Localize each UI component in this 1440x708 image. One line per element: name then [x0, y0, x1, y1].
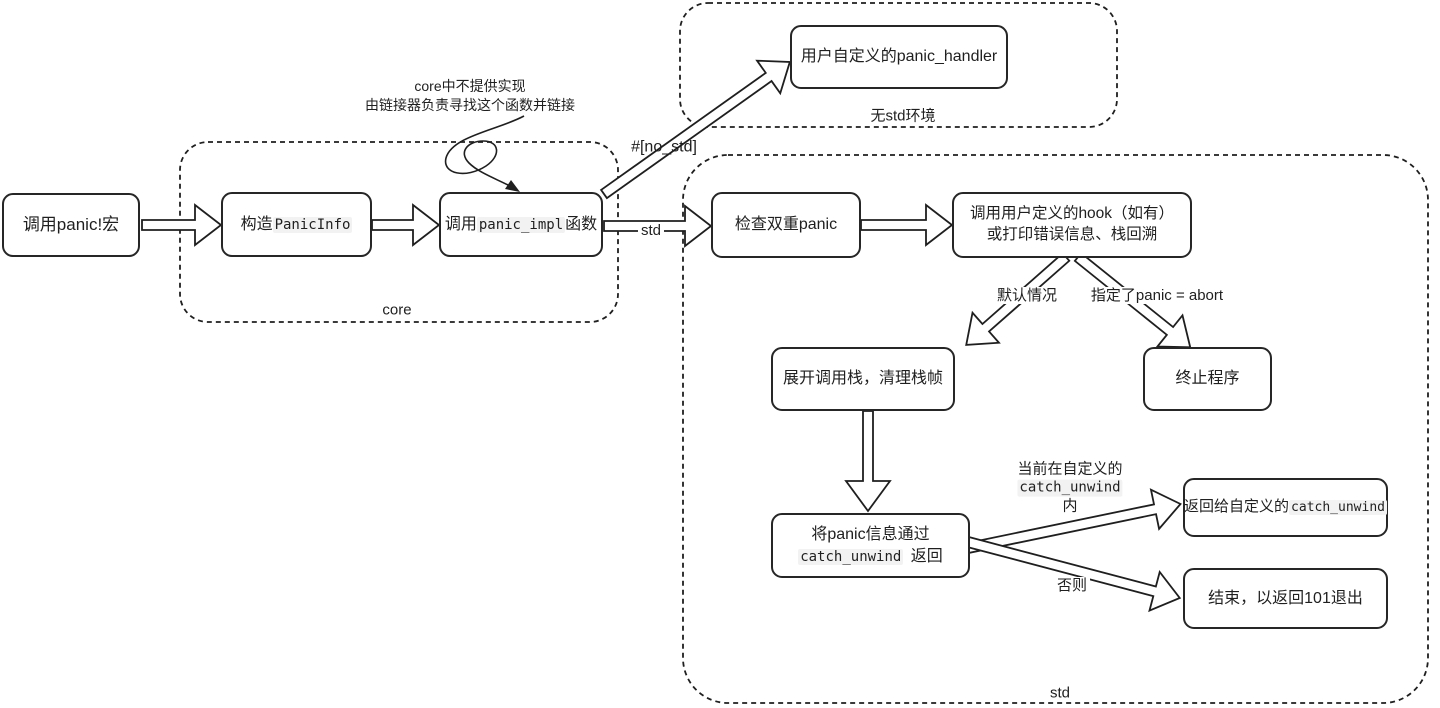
arrow-panicimpl-to-panichandler [599, 59, 792, 200]
node-user-panic-handler: 用户自定义的panic_handler [790, 25, 1008, 89]
label-line1: 当前在自定义的 [1017, 460, 1123, 478]
arrow-unwind-to-catchunwind [844, 410, 892, 513]
node-exit-with-101: 结束，以返回101退出 [1183, 568, 1388, 629]
label-text: 否则 [1053, 577, 1091, 594]
code-chip: panic_impl [476, 216, 566, 233]
annotation-arrowhead [505, 180, 520, 192]
node-label-line1: 调用用户定义的hook（如有） [969, 205, 1175, 223]
std-container-outline [682, 154, 1429, 704]
node-label: 检查双重panic [734, 216, 838, 234]
annotation-line2: 由链接器负责寻找这个函数并链接 [365, 97, 575, 113]
node-label: 调用panic!宏 [22, 214, 120, 234]
label-text: 指定了panic = abort [1087, 287, 1227, 304]
arrow-to-exit101 [965, 536, 1182, 613]
core-container-outline [179, 141, 619, 323]
label-text: 返回给自定义的 [1184, 498, 1290, 516]
label-text: 函数 [565, 215, 598, 233]
node-call-user-hook: 调用用户定义的hook（如有） 或打印错误信息、栈回溯 [952, 192, 1192, 258]
label-text: 构造 [240, 215, 273, 233]
code-chip: PanicInfo [272, 216, 353, 233]
core-container-label: core [382, 301, 412, 319]
node-check-double-panic: 检查双重panic [711, 192, 861, 258]
code-chip: catch_unwind [1017, 479, 1123, 497]
node-return-via-catch-unwind: 将panic信息通过 catch_unwind 返回 [771, 513, 970, 578]
std-container-label: std [1049, 684, 1071, 702]
code-chip: catch_unwind [1289, 500, 1387, 516]
edge-label-std: std [637, 222, 665, 240]
annotation-squiggle-arrow [444, 115, 525, 186]
edge-label-default-case: 默认情况 [993, 287, 1061, 305]
edge-label-in-custom-catch-unwind: 当前在自定义的 catch_unwind 内 [1017, 460, 1123, 516]
annotation-line1: core中不提供实现 [414, 78, 526, 95]
node-call-panic-macro: 调用panic!宏 [2, 193, 140, 257]
node-label-line2: catch_unwind 返回 [798, 546, 943, 568]
code-chip: catch_unwind [798, 548, 904, 565]
edge-label-no-std: #[no_std] [631, 138, 697, 156]
annotation-text: core中不提供实现 由链接器负责寻找这个函数并链接 [365, 77, 575, 115]
no-std-container-label: 无std环境 [870, 107, 936, 125]
node-unwind-stack: 展开调用栈，清理栈帧 [771, 347, 955, 411]
node-label: 展开调用栈，清理栈帧 [782, 370, 943, 388]
edge-label-otherwise: 否则 [1053, 577, 1091, 595]
label-text: std [637, 222, 665, 239]
label-text: 默认情况 [993, 287, 1061, 304]
no-std-container-outline [679, 2, 1118, 128]
node-label-line1: 将panic信息通过 [811, 525, 930, 543]
node-label: 用户自定义的panic_handler [800, 48, 998, 66]
edge-label-panic-abort: 指定了panic = abort [1087, 287, 1227, 305]
label-line2: 内 [1062, 497, 1078, 515]
node-abort-program: 终止程序 [1143, 347, 1272, 411]
node-label: 结束，以返回101退出 [1208, 589, 1363, 607]
label-text: 返回 [910, 547, 943, 565]
arrow-checkdouble-to-hook [860, 203, 954, 247]
node-label: 终止程序 [1175, 370, 1240, 388]
arrow-panicinfo-to-panicimpl [371, 203, 441, 247]
label-text: 调用 [444, 215, 477, 233]
arrow-panic-macro-to-panicinfo [141, 203, 223, 247]
node-label-line2: 或打印错误信息、栈回溯 [986, 226, 1158, 243]
